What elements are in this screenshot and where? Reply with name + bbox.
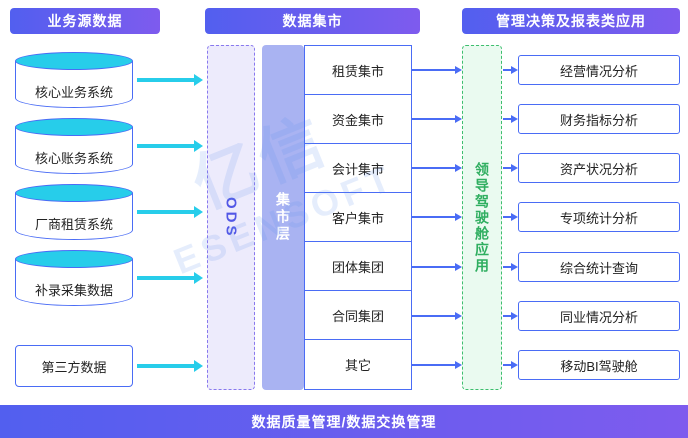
source-label: 厂商租赁系统 <box>34 216 113 232</box>
app-comprehensive-statistics-query: 综合统计查询 <box>518 252 680 282</box>
mart-group: 团体集团 <box>304 241 412 292</box>
mart-accounting: 会计集市 <box>304 143 412 194</box>
source-core-accounting-system: 核心账务系统 <box>15 118 133 174</box>
source-core-business-system: 核心业务系统 <box>15 52 133 108</box>
line-mart5-to-cockpit <box>412 263 462 271</box>
source-label: 补录采集数据 <box>34 282 113 298</box>
arrow-source5-to-ods <box>137 360 203 372</box>
cylinder-top-icon <box>15 184 133 202</box>
cylinder-top-icon <box>15 118 133 136</box>
mart-leasing: 租赁集市 <box>304 45 412 96</box>
mart-layer: 集市层 <box>262 45 304 390</box>
arrow-cockpit-to-app2 <box>503 115 518 123</box>
line-mart6-to-cockpit <box>412 312 462 320</box>
app-peer-situation-analysis: 同业情况分析 <box>518 301 680 331</box>
app-asset-status-analysis: 资产状况分析 <box>518 153 680 183</box>
cylinder-top-icon <box>15 250 133 268</box>
source-supplementary-collection-data: 补录采集数据 <box>15 250 133 306</box>
line-mart3-to-cockpit <box>412 164 462 172</box>
source-vendor-leasing-system: 厂商租赁系统 <box>15 184 133 240</box>
arrow-source2-to-ods <box>137 140 203 152</box>
app-special-statistics-analysis: 专项统计分析 <box>518 202 680 232</box>
arrow-cockpit-to-app5 <box>503 263 518 271</box>
arrow-source1-to-ods <box>137 74 203 86</box>
leader-cockpit-application: 领导驾驶舱应用 <box>462 45 502 390</box>
app-financial-indicator-analysis: 财务指标分析 <box>518 104 680 134</box>
mart-customer: 客户集市 <box>304 192 412 243</box>
header-management-apps: 管理决策及报表类应用 <box>462 8 680 34</box>
ods-layer: ODS <box>207 45 255 390</box>
app-operating-analysis: 经营情况分析 <box>518 55 680 85</box>
mart-stack: 租赁集市 资金集市 会计集市 客户集市 团体集团 合同集团 其它 <box>304 45 412 391</box>
source-third-party-data: 第三方数据 <box>15 345 133 387</box>
source-label: 核心账务系统 <box>34 150 113 166</box>
arrow-cockpit-to-app6 <box>503 312 518 320</box>
arrow-cockpit-to-app1 <box>503 66 518 74</box>
mart-layer-label: 集市层 <box>275 192 291 243</box>
cockpit-label: 领导驾驶舱应用 <box>474 161 490 274</box>
header-business-source-data: 业务源数据 <box>10 8 160 34</box>
app-mobile-bi-cockpit: 移动BI驾驶舱 <box>518 350 680 380</box>
source-label: 核心业务系统 <box>34 84 113 100</box>
arrow-source3-to-ods <box>137 206 203 218</box>
arrow-cockpit-to-app3 <box>503 164 518 172</box>
mart-funds: 资金集市 <box>304 94 412 145</box>
mart-contract: 合同集团 <box>304 290 412 341</box>
mart-other: 其它 <box>304 339 412 391</box>
line-mart1-to-cockpit <box>412 66 462 74</box>
cylinder-top-icon <box>15 52 133 70</box>
footer-data-quality-management: 数据质量管理/数据交换管理 <box>0 405 688 438</box>
arrow-source4-to-ods <box>137 272 203 284</box>
line-mart2-to-cockpit <box>412 115 462 123</box>
line-mart4-to-cockpit <box>412 213 462 221</box>
arrow-cockpit-to-app4 <box>503 213 518 221</box>
ods-label: ODS <box>222 196 240 239</box>
line-mart7-to-cockpit <box>412 361 462 369</box>
source-label: 第三方数据 <box>41 359 107 375</box>
header-data-mart: 数据集市 <box>205 8 420 34</box>
arrow-cockpit-to-app7 <box>503 361 518 369</box>
